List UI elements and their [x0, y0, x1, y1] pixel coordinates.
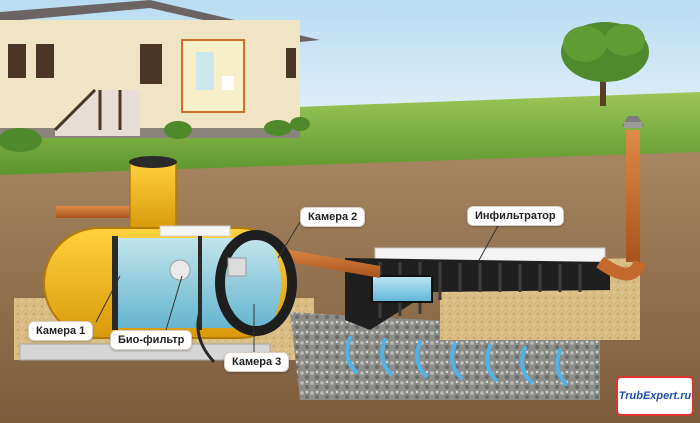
label-biofilter: Био-фильтр — [110, 330, 193, 350]
trubexpert-logo: TrubExpert.ru — [616, 376, 694, 416]
drain-flow-arrows — [345, 336, 568, 386]
label-infiltrator: Инфильтратор — [467, 206, 564, 226]
logo-text: TrubExpert.ru — [618, 390, 692, 402]
septic-tank — [43, 156, 297, 364]
outlet-pipe — [268, 246, 380, 278]
label-chamber-2: Камера 2 — [300, 207, 366, 227]
label-chamber-3: Камера 3 — [224, 352, 290, 372]
tree — [561, 22, 649, 106]
house — [0, 0, 320, 152]
label-chamber-1: Камера 1 — [28, 321, 94, 341]
inlet-pipe — [56, 206, 150, 218]
vent-pipe — [596, 116, 647, 281]
infiltrator-unit — [345, 258, 610, 330]
callout-pointers — [95, 221, 501, 352]
